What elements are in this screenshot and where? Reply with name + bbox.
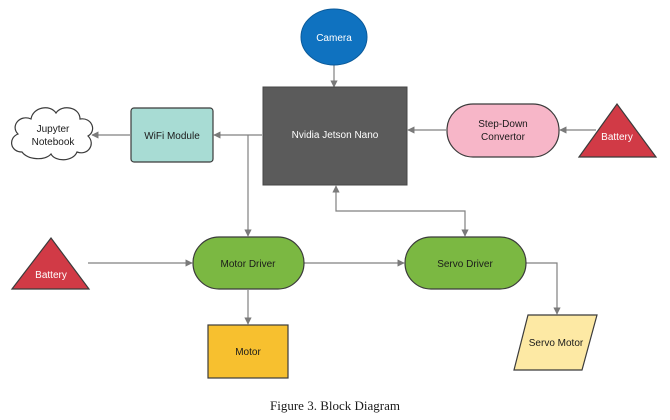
- arrow-jetson-servo-driver-bidirectional: [332, 185, 469, 237]
- jupyter-notebook-cloud: Jupyter Notebook: [11, 107, 94, 161]
- camera-node: Camera: [300, 8, 368, 66]
- battery-right-label: Battery: [601, 132, 633, 143]
- step-down-label-line1: Step-Down: [478, 119, 527, 130]
- step-down-label-line2: Convertor: [481, 132, 526, 143]
- jetson-nano-label: Nvidia Jetson Nano: [292, 130, 379, 141]
- servo-motor-label: Servo Motor: [529, 338, 584, 349]
- step-down-convertor-node: Step-Down Convertor: [446, 103, 560, 158]
- motor-driver-node: Motor Driver: [192, 236, 305, 290]
- figure-caption: Figure 3. Block Diagram: [270, 398, 400, 413]
- motor-driver-label: Motor Driver: [220, 259, 276, 270]
- wifi-module-label: WiFi Module: [144, 131, 200, 142]
- battery-right-node: Battery: [577, 102, 658, 158]
- motor-node: Motor: [207, 324, 289, 379]
- camera-label: Camera: [316, 33, 352, 44]
- wifi-module-node: WiFi Module: [130, 107, 214, 163]
- connectors: [88, 65, 596, 325]
- jupyter-label-line2: Notebook: [32, 137, 76, 148]
- jupyter-label-line1: Jupyter: [37, 124, 70, 135]
- motor-label: Motor: [235, 347, 261, 358]
- servo-driver-label: Servo Driver: [437, 259, 493, 270]
- servo-motor-node: Servo Motor: [513, 314, 598, 371]
- jetson-nano-node: Nvidia Jetson Nano: [262, 86, 408, 186]
- servo-driver-node: Servo Driver: [404, 236, 527, 290]
- battery-left-node: Battery: [10, 237, 91, 290]
- arrow-servo-driver-to-servo-motor: [526, 262, 561, 315]
- battery-left-label: Battery: [35, 270, 67, 281]
